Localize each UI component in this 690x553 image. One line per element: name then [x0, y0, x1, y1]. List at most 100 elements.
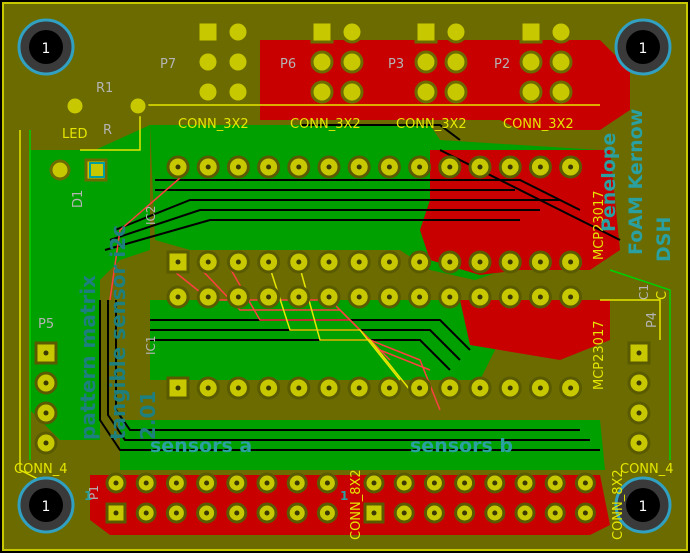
drill-hole — [296, 294, 302, 300]
drill-hole — [417, 385, 423, 391]
drill-hole — [205, 385, 211, 391]
label-ic1: IC1 — [144, 335, 158, 355]
drill-hole — [568, 294, 574, 300]
drill-hole — [175, 294, 181, 300]
mounting-hole-top-right: 1 — [614, 18, 672, 76]
drill-hole — [636, 410, 642, 416]
drill-hole — [43, 380, 49, 386]
drill-hole — [326, 164, 332, 170]
svg-text:1: 1 — [639, 41, 648, 57]
header-p3[interactable] — [414, 20, 468, 104]
label-conn3x2-a: CONN_3X2 — [178, 117, 249, 132]
drill-hole — [507, 294, 513, 300]
drill-hole — [492, 480, 498, 486]
drill-hole — [266, 294, 272, 300]
trace-lines — [99, 124, 621, 451]
drill-hole — [447, 259, 453, 265]
drill-hole — [386, 385, 392, 391]
mounting-hole-bottom-left: 1 — [17, 476, 75, 534]
drill-hole — [386, 259, 392, 265]
drill-hole — [205, 164, 211, 170]
label-led: LED — [62, 127, 87, 142]
drill-hole — [356, 294, 362, 300]
header-p7[interactable] — [196, 20, 250, 104]
drill-hole — [568, 259, 574, 265]
drill-hole — [401, 510, 407, 516]
label-ic2: IC2 — [144, 205, 158, 225]
conn-8x2-pins — [105, 472, 596, 524]
drill-hole — [462, 480, 468, 486]
led-d1[interactable] — [49, 158, 108, 182]
label-conn8x2-left: CONN_8X2 — [349, 469, 364, 540]
drill-hole — [522, 510, 528, 516]
label-p6: P6 — [280, 57, 296, 72]
copper-text-dsh: DSH — [653, 217, 675, 262]
drill-hole — [324, 510, 330, 516]
drill-hole — [371, 480, 377, 486]
drill-hole — [296, 259, 302, 265]
label-d1: D1 — [71, 190, 86, 208]
label-conn3x2-d: CONN_3X2 — [503, 117, 574, 132]
label-conn3x2-b: CONN_3X2 — [290, 117, 361, 132]
drill-hole — [537, 164, 543, 170]
drill-hole — [552, 480, 558, 486]
drill-hole — [205, 259, 211, 265]
label-r1: R1 — [96, 81, 113, 96]
drill-hole — [636, 440, 642, 446]
drill-hole — [462, 510, 468, 516]
label-r: R — [103, 123, 112, 138]
drill-hole — [431, 480, 437, 486]
drill-hole — [568, 385, 574, 391]
drill-hole — [507, 385, 513, 391]
drill-hole — [113, 480, 119, 486]
drill-hole — [43, 410, 49, 416]
drill-hole — [266, 259, 272, 265]
resistor-r1[interactable] — [64, 95, 149, 117]
drill-hole — [537, 385, 543, 391]
drill-hole — [371, 510, 377, 516]
drill-hole — [386, 164, 392, 170]
drill-hole — [175, 164, 181, 170]
drill-hole — [294, 480, 300, 486]
drill-hole — [582, 510, 588, 516]
label-b-num: 1 — [340, 489, 348, 503]
drill-hole — [507, 164, 513, 170]
header-p6[interactable] — [310, 20, 364, 104]
drill-hole — [447, 164, 453, 170]
drill-hole — [296, 385, 302, 391]
drill-hole — [582, 480, 588, 486]
header-p2[interactable] — [519, 20, 573, 104]
drill-hole — [417, 294, 423, 300]
drill-hole — [492, 510, 498, 516]
drill-hole — [417, 164, 423, 170]
drill-hole — [205, 294, 211, 300]
drill-hole — [43, 350, 49, 356]
drill-hole — [204, 510, 210, 516]
copper-text-sensors-b: sensors b — [410, 435, 513, 457]
drill-hole — [477, 294, 483, 300]
drill-hole — [234, 480, 240, 486]
drill-hole — [113, 510, 119, 516]
drill-hole — [431, 510, 437, 516]
label-mcp-bottom: MCP23017 — [592, 321, 607, 391]
label-conn4-left: CONN_4 — [14, 462, 68, 477]
drill-hole — [447, 294, 453, 300]
drill-hole — [173, 480, 179, 486]
label-conn8x2-right: CONN_8X2 — [611, 469, 626, 540]
side-connector-pins — [34, 341, 651, 455]
label-p2: P2 — [494, 57, 510, 72]
drill-hole — [356, 259, 362, 265]
copper-text-sensors-a: sensors a — [150, 435, 252, 457]
drill-hole — [477, 164, 483, 170]
drill-hole — [175, 259, 181, 265]
copper-text-version: 2.01 — [136, 391, 160, 440]
drill-hole — [477, 259, 483, 265]
drill-hole — [386, 294, 392, 300]
drill-hole — [326, 259, 332, 265]
drill-hole — [296, 164, 302, 170]
copper-text-foam: FoAM Kernow — [625, 109, 647, 255]
drill-hole — [235, 294, 241, 300]
label-p1: P1 — [87, 485, 101, 500]
drill-hole — [266, 385, 272, 391]
